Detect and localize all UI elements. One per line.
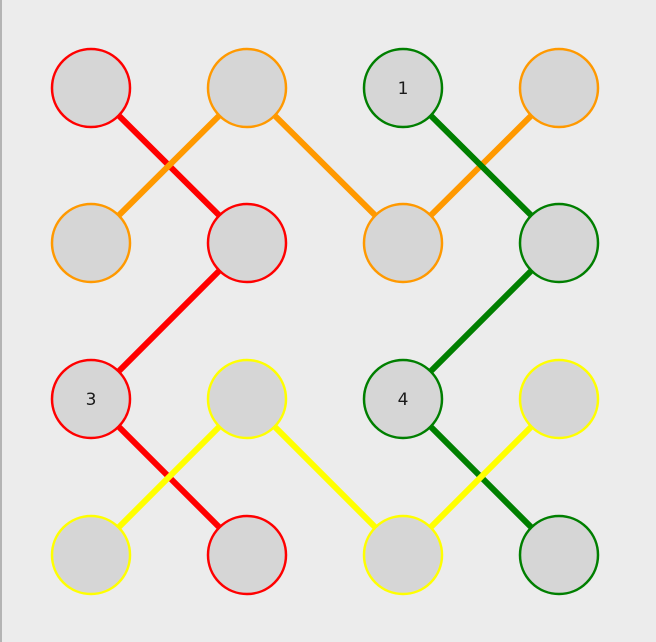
node-circle[interactable]	[518, 47, 600, 129]
node-r2-c1[interactable]	[206, 358, 288, 440]
node-r1-c0[interactable]	[50, 202, 132, 284]
node-circle[interactable]	[50, 202, 132, 284]
node-r3-c0[interactable]	[50, 514, 132, 596]
node-circle[interactable]	[362, 358, 444, 440]
node-r3-c1[interactable]	[206, 514, 288, 596]
node-number-label: 3	[86, 390, 97, 410]
node-r0-c0[interactable]	[50, 47, 132, 129]
node-circle[interactable]	[362, 47, 444, 129]
node-circle[interactable]	[362, 514, 444, 596]
node-r0-c3[interactable]	[518, 47, 600, 129]
node-number-label: 1	[398, 79, 409, 99]
node-circle[interactable]	[50, 47, 132, 129]
node-r1-c1[interactable]	[206, 202, 288, 284]
node-r0-c1[interactable]	[206, 47, 288, 129]
node-r1-c2[interactable]	[362, 202, 444, 284]
links-layer	[88, 85, 562, 558]
nodes-layer: 1 3 4	[50, 47, 600, 596]
node-circle[interactable]	[50, 514, 132, 596]
node-r2-c0[interactable]: 3	[50, 358, 132, 440]
node-circle[interactable]	[206, 202, 288, 284]
node-r2-c2[interactable]: 4	[362, 358, 444, 440]
node-circle[interactable]	[518, 202, 600, 284]
node-circle[interactable]	[362, 202, 444, 284]
node-r3-c3[interactable]	[518, 514, 600, 596]
node-r3-c2[interactable]	[362, 514, 444, 596]
node-r2-c3[interactable]	[518, 358, 600, 440]
node-circle[interactable]	[518, 358, 600, 440]
node-circle[interactable]	[518, 514, 600, 596]
node-circle[interactable]	[206, 514, 288, 596]
node-r1-c3[interactable]	[518, 202, 600, 284]
node-circle[interactable]	[206, 358, 288, 440]
node-r0-c2[interactable]: 1	[362, 47, 444, 129]
node-number-label: 4	[398, 390, 409, 410]
node-circle[interactable]	[50, 358, 132, 440]
node-circle[interactable]	[206, 47, 288, 129]
